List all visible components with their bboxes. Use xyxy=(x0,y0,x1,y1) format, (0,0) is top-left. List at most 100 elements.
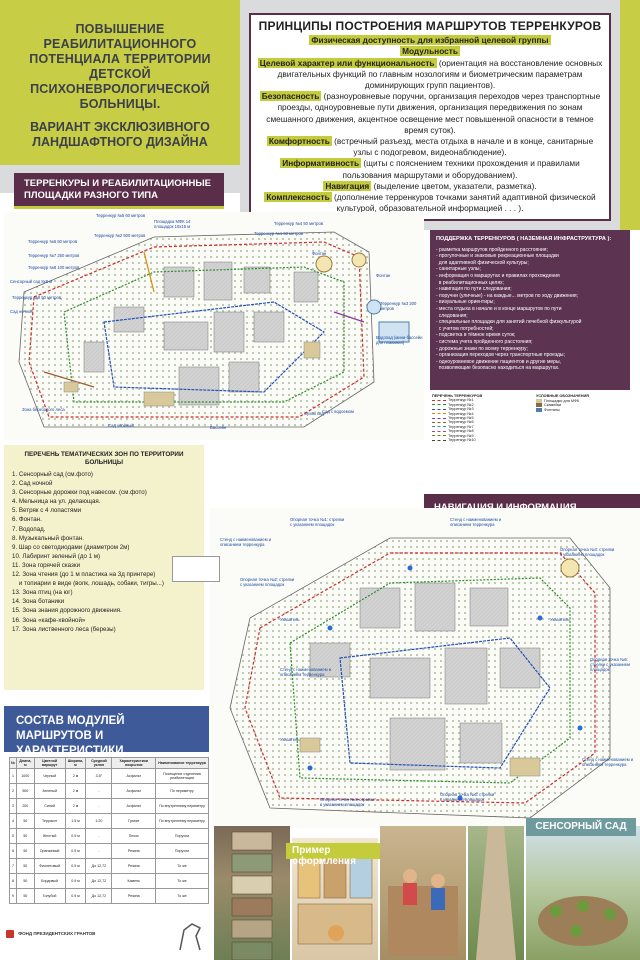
children-play-illustration xyxy=(388,869,458,956)
table-cell: Резина xyxy=(111,843,157,860)
routes-map-label: Сенсорный сад 8х8 м xyxy=(10,279,53,284)
table-cell: По периметру xyxy=(155,783,209,800)
table-cell: 0.9 м xyxy=(64,888,87,905)
navigation-legend xyxy=(172,556,220,582)
symbol-swatch xyxy=(536,398,542,403)
table-cell: 50 xyxy=(16,858,35,875)
table-cell: 7 xyxy=(8,858,18,875)
sponsor-icon xyxy=(6,930,14,938)
table-cell: Поручни xyxy=(155,828,209,845)
support-item: - информация о маршрутах и правилах прох… xyxy=(436,272,560,279)
table-cell: - xyxy=(85,783,113,800)
routes-map-label: Сад ночной xyxy=(10,309,33,314)
route-legend-item: Терренкур №3 xyxy=(432,407,532,411)
table-cell: 3 xyxy=(8,798,18,815)
navigation-map-label: Опорная точка №5: стрелки с указанием пл… xyxy=(590,657,630,672)
route-legend-label: Терренкур №10 xyxy=(448,438,476,443)
principle-comfort-term: Комфортность xyxy=(266,136,332,147)
route-line-swatch xyxy=(432,413,446,415)
table-cell: До 12,72 xyxy=(85,888,113,905)
principle-complex-term: Комплексность xyxy=(264,192,332,203)
route-line-swatch xyxy=(432,439,446,441)
table-cell: Бордовый xyxy=(33,873,66,890)
zone-item: 10. Лабиринт зеленый (до 1 м) xyxy=(12,552,101,560)
routes-map-label: Терренкур №6 50 метров xyxy=(28,239,78,244)
route-line-swatch xyxy=(432,417,446,419)
route-legend-item: Терренкур №4 xyxy=(432,412,532,416)
table-cell: До 12,72 xyxy=(85,858,113,875)
zone-item: 7. Водопад. xyxy=(12,525,46,533)
table-cell: 200 xyxy=(16,798,35,815)
navigation-banner-text: НАВИГАЦИЯ И ИНФОРМАЦИЯ xyxy=(434,502,577,513)
zone-item: и топиарии в виде (волк, лошадь, собаки,… xyxy=(12,580,164,588)
zone-item: 12. Зона чтения (до 1 м пластика на 3д п… xyxy=(12,571,156,579)
modules-banner: СОСТАВ МОДУЛЕЙ МАРШРУТОВ И ХАРАКТЕРИСТИК… xyxy=(4,706,209,772)
photo-sensory-garden xyxy=(526,826,640,960)
table-cell: Черный xyxy=(33,768,66,785)
title-sub: ВАРИАНТ ЭКСКЛЮЗИВНОГО ЛАНДШАФТНОГО ДИЗАЙ… xyxy=(30,120,210,149)
route-legend-label: Терренкур №4 xyxy=(448,411,474,416)
table-cell: 1.5 м xyxy=(64,813,87,830)
routes-banner-text: ТЕРРЕНКУРЫ И РЕАБИЛИТАЦИОННЫЕ ПЛОЩАДКИ Р… xyxy=(24,178,211,201)
table-cell: Синий xyxy=(33,798,66,815)
poster-title: ПОВЫШЕНИЕ РЕАБИЛИТАЦИОННОГО ПОТЕНЦИАЛА Т… xyxy=(0,0,240,165)
table-cell: Асфальт xyxy=(111,768,157,785)
routes-map-label: Терренкур №9 50 метров xyxy=(12,295,62,300)
support-item: позволяющие безопасно находиться на марш… xyxy=(436,365,560,372)
route-legend-item: Терренкур №10 xyxy=(432,438,532,442)
routes-map-label: Сухой сад xyxy=(304,411,324,416)
route-legend-label: Терренкур №2 xyxy=(448,402,474,407)
zone-item: 9. Шар со светодиодами (диаметром 2м) xyxy=(12,543,130,551)
table-cell: 0.9 м xyxy=(64,843,87,860)
zone-item: 2. Сад ночной xyxy=(12,480,53,488)
thematic-zones-list: ПЕРЕЧЕНЬ ТЕМАТИЧЕСКИХ ЗОН ПО ТЕРРИТОРИИ … xyxy=(4,445,204,690)
zone-item: 6. Фонтан. xyxy=(12,516,42,524)
support-item: - подсветка в тёмное время суток; xyxy=(436,332,516,339)
route-legend-item: Терренкур №2 xyxy=(432,403,532,407)
principle-access: Физическая доступность для избранной цел… xyxy=(309,35,551,46)
navigation-map-label: Указатель xyxy=(280,617,300,622)
table-cell: То же xyxy=(155,873,209,890)
support-item: с учетом потребностей; xyxy=(436,325,494,332)
route-line-swatch xyxy=(432,399,446,401)
navigation-map-label: Опорная точка №4: стрелки с указанием пл… xyxy=(320,797,375,807)
table-cell: 9 xyxy=(8,888,18,905)
table-cell: - xyxy=(85,828,113,845)
table-cell: Терракот xyxy=(33,813,66,830)
navigation-map-label: Стенд с наименованием и описанием террен… xyxy=(220,537,272,547)
route-legend-item: Терренкур №1 xyxy=(432,398,532,402)
table-cell: 2 xyxy=(8,783,18,800)
routes-map-label: Терренкур №2 500 метров xyxy=(94,233,146,238)
routes-map-drawing xyxy=(18,231,410,428)
symbol-legend-item: Скамейки xyxy=(536,403,632,408)
route-line-swatch xyxy=(432,421,446,423)
navigation-map-label: Опорная точка №3: стрелки с указанием пл… xyxy=(560,547,615,557)
support-item: для адаптивной физической культуры; xyxy=(436,259,529,266)
table-cell: 2 м xyxy=(64,798,87,815)
support-item: - система учета пройденного расстояния; xyxy=(436,338,533,345)
navigation-site-plan: Опорная точка №1: стрелки с указанием пл… xyxy=(210,508,640,828)
table-cell: То же xyxy=(155,858,209,875)
table-cell: 3-5° xyxy=(85,768,113,785)
zone-item: 14. Зона ботаники xyxy=(12,598,65,606)
sensory-garden-illustration xyxy=(538,896,628,946)
table-cell: Голубой xyxy=(33,888,66,905)
route-line-swatch xyxy=(432,435,446,437)
modules-table-header-cell: Длина, м xyxy=(16,756,35,770)
route-legend-label: Терренкур №5 xyxy=(448,416,474,421)
table-cell: 50 xyxy=(16,888,35,905)
support-item: - организация переходов через транспортн… xyxy=(436,352,565,359)
route-legend-label: Терренкур №6 xyxy=(448,420,474,425)
table-cell: Поручни xyxy=(155,843,209,860)
routes-map-label: Терренкур №4 50 метров xyxy=(274,221,324,226)
org-logo xyxy=(174,920,206,956)
sensory-path-illustration xyxy=(231,831,273,960)
zone-item: 11. Зона горячей сказки xyxy=(12,561,81,569)
title-main: ПОВЫШЕНИЕ РЕАБИЛИТАЦИОННОГО ПОТЕНЦИАЛА Т… xyxy=(29,22,211,111)
